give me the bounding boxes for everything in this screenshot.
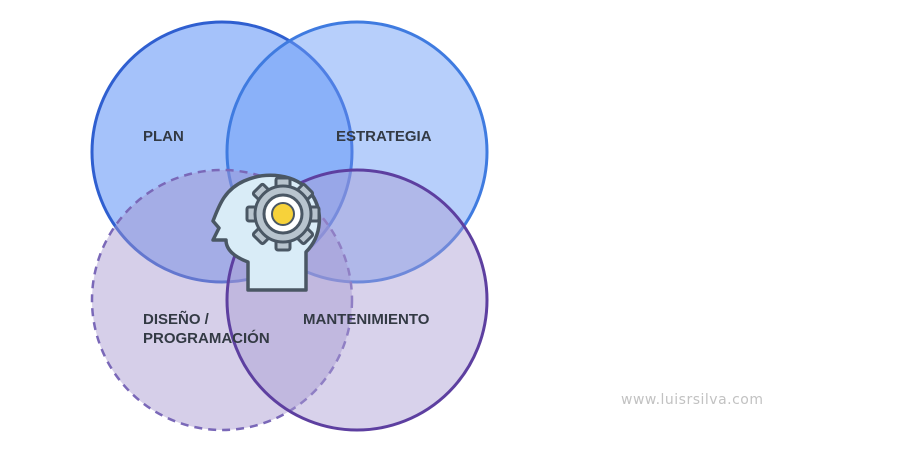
gear-icon [245, 176, 321, 252]
head-gear-icon [211, 173, 322, 292]
design-label-line2: PROGRAMACIÓN [143, 329, 270, 347]
plan-label: PLAN [143, 128, 184, 145]
watermark-text: www.luisrsilva.com [621, 392, 764, 408]
strategy-label: ESTRATEGIA [336, 128, 432, 145]
maintenance-label: MANTENIMIENTO [303, 311, 430, 328]
design-label-line1: DISEÑO / [143, 310, 210, 328]
